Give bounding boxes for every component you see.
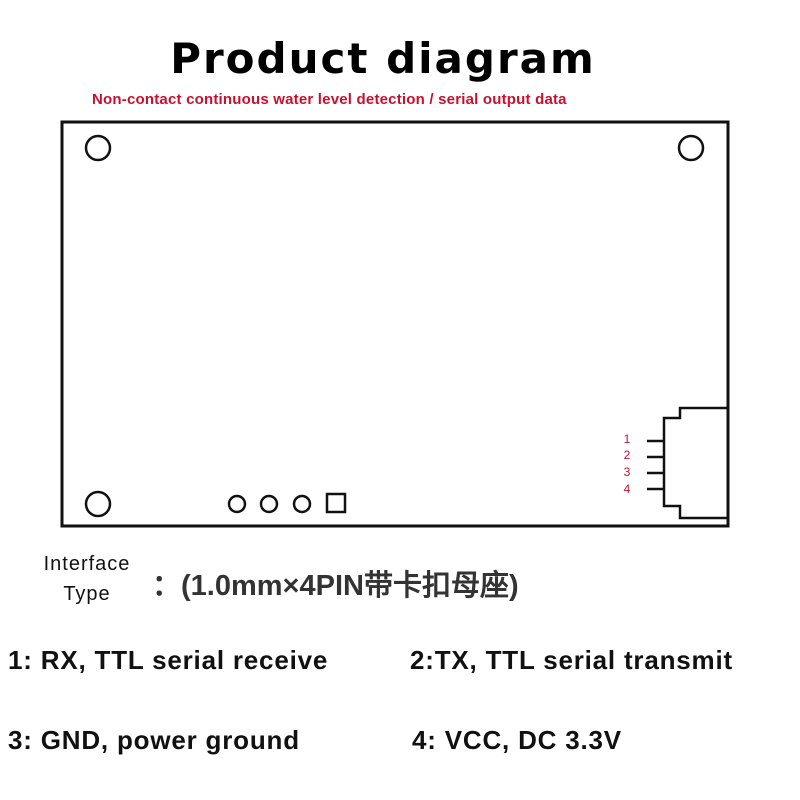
pin-number-3: 3	[623, 465, 631, 479]
connector-housing	[662, 406, 728, 520]
header-pad-square	[325, 492, 347, 514]
interface-type-value: ：(1.0mm×4PIN带卡扣母座)	[152, 570, 519, 602]
mounting-hole-top-right	[677, 134, 705, 162]
pcb-outline	[60, 120, 730, 528]
pin-number-2: 2	[623, 448, 631, 462]
header-pad-2	[259, 494, 279, 514]
pin-number-1: 1	[623, 432, 631, 446]
interface-label-line1: Interface	[43, 553, 131, 575]
header-pad-3	[292, 494, 312, 514]
pin-description-4: 4: VCC, DC 3.3V	[412, 725, 622, 755]
page-title: Product diagram	[170, 34, 596, 83]
interface-type-label: Interface Type	[32, 549, 142, 609]
page-subtitle: Non-contact continuous water level detec…	[92, 91, 567, 108]
mounting-hole-top-left	[84, 134, 112, 162]
pin-number-4: 4	[623, 482, 631, 496]
pin-description-1: 1: RX, TTL serial receive	[8, 645, 329, 675]
mounting-hole-bottom-left	[84, 490, 112, 518]
pin-description-3: 3: GND, power ground	[8, 725, 300, 755]
interface-label-line2: Type	[63, 583, 111, 605]
pin-description-2: 2:TX, TTL serial transmit	[410, 645, 733, 675]
header-pad-1	[227, 494, 247, 514]
